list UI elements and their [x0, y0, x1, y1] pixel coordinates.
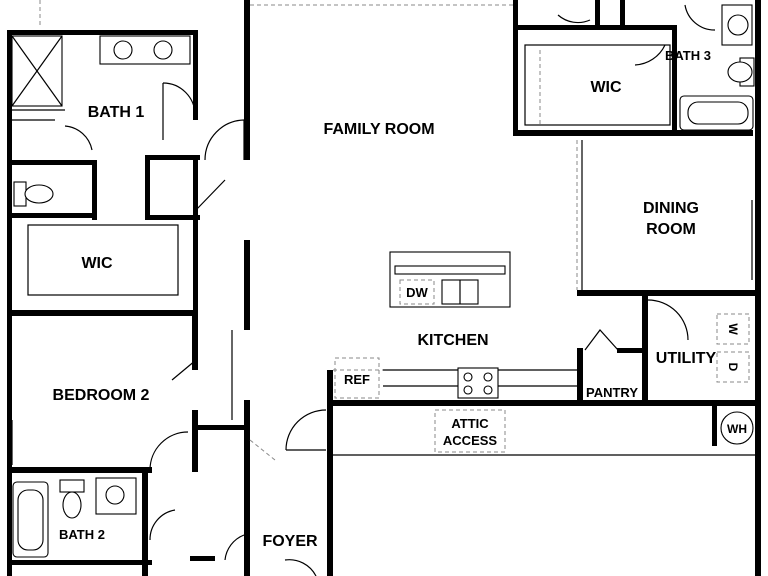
walls — [7, 0, 761, 576]
fixture-labels: DW REF ATTIC ACCESS WH W D — [334, 279, 754, 453]
toilet-icon — [727, 61, 753, 83]
sink-icon — [727, 14, 749, 36]
attic-label-line1: ATTIC — [451, 416, 489, 431]
refrigerator-label: REF — [344, 372, 370, 387]
dishwasher-box — [399, 279, 435, 305]
dryer-box — [716, 351, 750, 383]
room-label-bath-1: BATH 1 — [88, 104, 145, 121]
sink-icon — [153, 40, 173, 60]
door-swings — [64, 4, 716, 576]
washer-box — [716, 313, 750, 345]
room-label-bath-3: BATH 3 — [665, 48, 711, 63]
toilet-tank — [13, 181, 27, 207]
room-label-foyer: FOYER — [262, 533, 318, 550]
sink-icon — [113, 40, 133, 60]
fixtures — [11, 4, 755, 558]
room-label-utility: UTILITY — [656, 350, 717, 367]
washer-label: W — [726, 323, 740, 335]
attic-access-box — [434, 409, 506, 453]
sink-icon — [105, 485, 125, 505]
room-label-dining-line1: DINING — [643, 200, 699, 217]
room-label-kitchen: KITCHEN — [417, 332, 488, 349]
water-heater-label: WH — [727, 422, 747, 436]
room-label-bedroom-2: BEDROOM 2 — [53, 387, 150, 404]
room-label-wic-right: WIC — [590, 79, 622, 96]
toilet-icon — [24, 184, 54, 204]
room-label-family-room: FAMILY ROOM — [323, 121, 434, 138]
cooktop-icon — [457, 367, 499, 399]
room-label-pantry: PANTRY — [586, 385, 638, 400]
room-label-dining-line2: ROOM — [646, 221, 696, 238]
refrigerator-box — [334, 357, 380, 399]
room-label-bath-2: BATH 2 — [59, 527, 105, 542]
toilet-tank — [59, 479, 85, 493]
dryer-label: D — [726, 363, 740, 372]
room-labels: FAMILY ROOM BATH 1 BATH 2 BATH 3 WIC WIC… — [53, 48, 717, 550]
water-heater-icon — [720, 411, 754, 445]
dishwasher-label: DW — [406, 285, 428, 300]
toilet-icon — [62, 491, 82, 519]
attic-label-line2: ACCESS — [443, 433, 498, 448]
room-label-wic-left: WIC — [81, 255, 113, 272]
